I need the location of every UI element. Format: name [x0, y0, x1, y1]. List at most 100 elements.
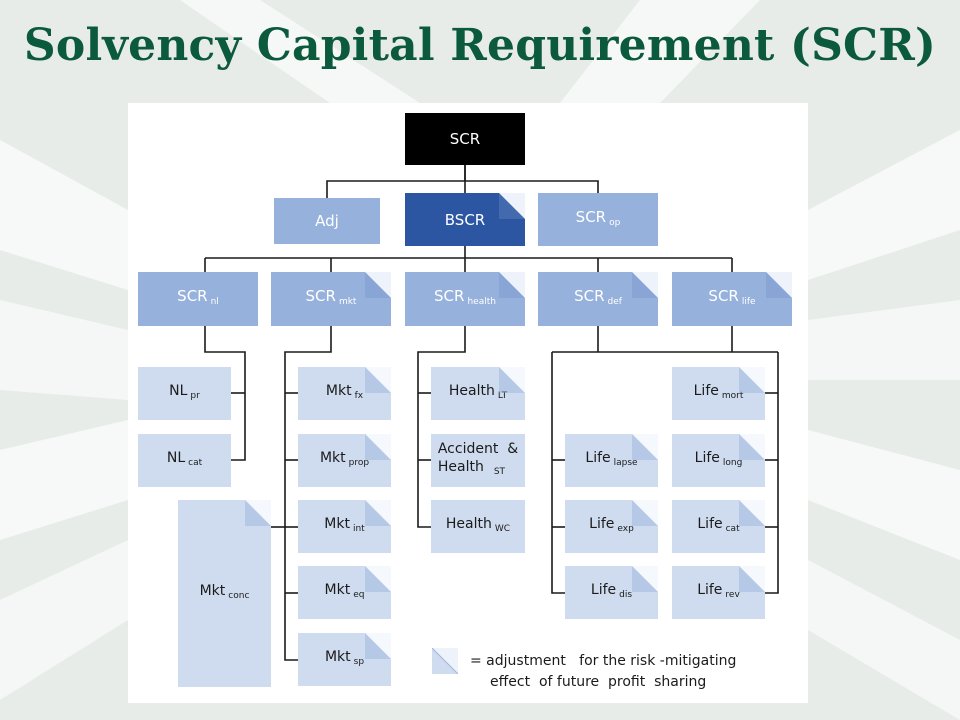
profit-sharing-fold-icon	[632, 500, 658, 526]
scr-def-label: SCR	[574, 287, 605, 305]
life-cat-label: Life	[697, 516, 723, 532]
legend-fold-icon	[432, 648, 458, 674]
profit-sharing-fold-icon	[739, 566, 765, 592]
adj-node-label: Adj	[315, 212, 339, 230]
page-title: Solvency Capital Requirement (SCR)	[23, 20, 937, 71]
profit-sharing-fold-icon	[365, 272, 391, 298]
legend-text-line2: effect of future profit sharing	[490, 674, 707, 690]
scr-nl-label: SCR	[177, 287, 208, 305]
profit-sharing-fold-icon	[245, 500, 271, 526]
life-exp-subscript: exp	[617, 524, 634, 534]
profit-sharing-fold-icon	[365, 434, 391, 460]
life-mort-label: Life	[693, 383, 719, 399]
mkt-prop-subscript: prop	[348, 458, 370, 468]
mkt-conc-subscript: conc	[228, 591, 250, 601]
profit-sharing-fold-icon	[632, 434, 658, 460]
profit-sharing-fold-icon	[365, 566, 391, 592]
life-mort-subscript: mort	[721, 391, 744, 401]
profit-sharing-fold-icon	[499, 193, 525, 219]
bscr-node: BSCR	[405, 193, 525, 246]
scr-node: SCR	[405, 113, 525, 165]
life-lapse-label: Life	[585, 450, 611, 466]
scr-op-label: SCR	[575, 207, 607, 226]
mkt-conc-label: Mkt	[199, 583, 226, 599]
accident-health-st-line1: Accident &	[437, 441, 519, 457]
scr-life-label: SCR	[708, 287, 739, 305]
mkt-prop-label: Mkt	[319, 450, 346, 466]
nl-pr-label: NL	[169, 383, 188, 399]
health-wc-label: Health	[445, 516, 492, 532]
health-lt-subscript: LT	[497, 391, 508, 401]
adj-node: Adj	[274, 198, 380, 244]
scr-node-label: SCR	[449, 130, 481, 148]
nl-cat-label: NL	[166, 450, 186, 466]
profit-sharing-fold-icon	[632, 272, 658, 298]
life-long-label: Life	[694, 450, 720, 466]
mkt-sp-label: Mkt	[324, 649, 351, 665]
scr-life-subscript: life	[741, 297, 756, 307]
profit-sharing-fold-icon	[739, 434, 765, 460]
legend-text-line1: = adjustment for the risk -mitigating	[470, 653, 737, 669]
mkt-sp-subscript: sp	[353, 657, 365, 667]
mkt-eq-label: Mkt	[324, 582, 351, 598]
life-lapse-subscript: lapse	[613, 458, 638, 468]
scr-nl-subscript: nl	[210, 297, 219, 307]
profit-sharing-fold-icon	[499, 367, 525, 393]
life-exp-label: Life	[589, 516, 615, 532]
health-lt-label: Health	[448, 383, 495, 399]
life-long-subscript: long	[722, 458, 743, 468]
profit-sharing-fold-icon	[365, 367, 391, 393]
nl-cat-subscript: cat	[188, 458, 203, 468]
profit-sharing-fold-icon	[365, 633, 391, 659]
scr-def-subscript: def	[607, 297, 622, 307]
mkt-int-label: Mkt	[324, 516, 350, 532]
health-wc-subscript: WC	[494, 524, 511, 534]
mkt-fx-subscript: fx	[354, 391, 364, 401]
profit-sharing-fold-icon	[499, 272, 525, 298]
profit-sharing-fold-icon	[739, 500, 765, 526]
profit-sharing-fold-icon	[632, 566, 658, 592]
scr-mkt-subscript: mkt	[338, 297, 357, 307]
accident-health-st-line2: Health	[437, 459, 484, 475]
mkt-eq-subscript: eq	[353, 590, 365, 600]
bscr-node-label: BSCR	[444, 210, 486, 229]
scr-op-subscript: op	[609, 217, 621, 228]
scr-mkt-label: SCR	[305, 287, 336, 305]
life-rev-subscript: rev	[725, 590, 740, 600]
life-dis-label: Life	[590, 582, 617, 598]
mkt-int-subscript: int	[352, 524, 365, 534]
profit-sharing-fold-icon	[739, 367, 765, 393]
scr-health-label: SCR	[434, 287, 465, 305]
nl-pr-subscript: pr	[190, 391, 200, 401]
accident-health-st-subscript: ST	[493, 467, 506, 477]
profit-sharing-fold-icon	[365, 500, 391, 526]
profit-sharing-fold-icon	[766, 272, 792, 298]
life-dis-subscript: dis	[619, 590, 633, 600]
